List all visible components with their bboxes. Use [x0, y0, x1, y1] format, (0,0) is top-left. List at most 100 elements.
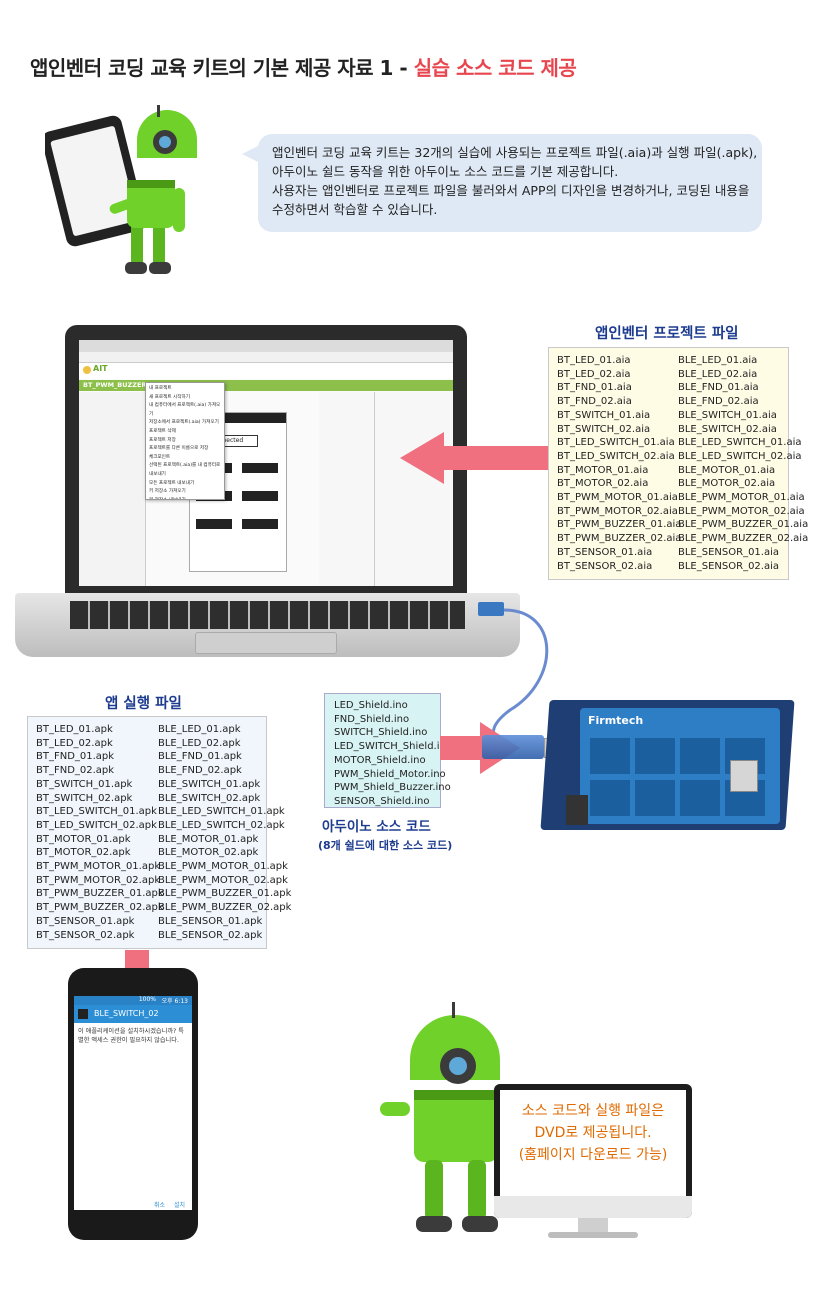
aia-file-item: BLE_MOTOR_01.aia — [678, 464, 776, 476]
dvd-line-3: (홈페이지 다운로드 가능) — [518, 1147, 668, 1163]
apk-file-item: BLE_PWM_MOTOR_02.apk — [158, 874, 288, 886]
aia-file-item: BLE_SENSOR_01.aia — [678, 546, 780, 558]
browser-tab-bar — [79, 340, 453, 352]
app-title: BLE_SWITCH_02 — [94, 1009, 159, 1018]
apk-file-item: BLE_MOTOR_01.apk — [158, 833, 259, 845]
arrow-left-icon — [400, 432, 548, 484]
apk-file-item: BT_LED_SWITCH_01.apk — [36, 806, 157, 818]
aia-file-item: BLE_LED_SWITCH_01.aia — [678, 437, 802, 449]
project-name: BT_PWM_BUZZER_01 — [83, 381, 159, 389]
aia-file-item: BLE_FND_01.aia — [678, 382, 759, 394]
power-jack — [566, 795, 588, 825]
aia-file-item: BT_MOTOR_01.aia — [557, 464, 649, 476]
page-title: 앱인벤터 코딩 교육 키트의 기본 제공 자료 1 - 실습 소스 코드 제공 — [30, 52, 577, 81]
dvd-line-2: DVD로 제공됩니다. — [534, 1125, 652, 1141]
intro-line-4: 수정하면서 학습할 수 있습니다. — [272, 202, 438, 217]
ait-logo-text: AIT — [93, 364, 108, 373]
aia-file-item: BLE_SENSOR_02.aia — [678, 560, 780, 572]
robot-icon — [109, 105, 197, 274]
menu-item: 프로젝트 삭제 — [149, 428, 176, 434]
menu-item: 내 컴퓨터에서 프로젝트(.aia) 가져오기 — [149, 403, 221, 417]
menu-item: 키 저장소 가져오기 — [149, 489, 186, 495]
menu-item: 체크포인트 — [149, 454, 171, 460]
intro-line-2: 아두이노 쉴드 동작을 위한 아두이노 소스 코드를 기본 제공합니다. — [272, 164, 619, 179]
apk-file-item: BLE_SWITCH_02.apk — [158, 792, 261, 804]
aia-file-item: BLE_LED_02.aia — [678, 368, 758, 380]
project-toolbar: BT_PWM_BUZZER_01 — [79, 380, 453, 391]
status-battery: 100% — [138, 996, 156, 1003]
apk-file-item: BT_PWM_BUZZER_01.apk — [36, 888, 164, 900]
apk-file-item: BT_FND_02.apk — [36, 765, 115, 777]
aia-file-item: BT_PWM_MOTOR_01.aia — [557, 492, 678, 504]
cancel-button[interactable]: 취소 — [154, 1202, 166, 1209]
phone-screen: 오후 6:13 100% BLE_SWITCH_02 이 애플리케이션을 설치하… — [74, 996, 192, 1210]
apk-file-item: BT_SENSOR_01.apk — [36, 915, 135, 927]
speech-bubble-tail — [242, 145, 260, 163]
app-icon — [78, 1009, 88, 1019]
monitor-screen: 소스 코드와 실행 파일은 DVD로 제공됩니다. (홈페이지 다운로드 가능) — [500, 1090, 686, 1196]
palette-panel — [79, 392, 146, 586]
ino-file-item: FND_Shield.ino — [334, 713, 410, 725]
dvd-line-1: 소스 코드와 실행 파일은 — [521, 1103, 665, 1119]
aia-file-item: BLE_PWM_BUZZER_02.aia — [678, 533, 809, 545]
apk-file-item: BT_MOTOR_01.apk — [36, 833, 131, 845]
apk-file-item: BLE_FND_01.apk — [158, 751, 242, 763]
aia-file-item: BT_SWITCH_01.aia — [557, 409, 651, 421]
menu-item: 키 저장소 내보내기 — [149, 497, 221, 499]
phone-status-bar: 오후 6:13 100% — [74, 996, 192, 1005]
apk-file-item: BT_SWITCH_01.apk — [36, 778, 133, 790]
page-title-main: 앱인벤터 코딩 교육 키트의 기본 제공 자료 1 - — [30, 56, 414, 80]
aia-file-item: BLE_PWM_MOTOR_02.aia — [678, 505, 805, 517]
aia-file-item: BLE_LED_01.aia — [678, 355, 758, 366]
appinventor-header: AIT — [79, 363, 453, 379]
apk-file-item: BLE_PWM_BUZZER_02.apk — [158, 902, 292, 914]
apk-file-item: BT_SENSOR_02.apk — [36, 929, 135, 941]
phone-app-bar: BLE_SWITCH_02 — [74, 1005, 192, 1023]
apk-file-item: BLE_MOTOR_02.apk — [158, 847, 259, 859]
apk-file-item: BLE_SENSOR_02.apk — [158, 929, 263, 941]
ino-file-item: LED_SWITCH_Shield.ino — [334, 741, 452, 753]
aia-file-item: BT_PWM_MOTOR_02.aia — [557, 505, 678, 517]
menu-item: 프로젝트 저장 — [149, 437, 176, 443]
apk-file-item: BLE_LED_SWITCH_01.apk — [158, 806, 285, 818]
laptop-keyboard — [70, 601, 465, 629]
apk-file-item: BT_LED_01.apk — [36, 724, 113, 735]
aia-file-item: BT_LED_SWITCH_02.aia — [557, 450, 675, 462]
apk-file-item: BT_LED_SWITCH_02.apk — [36, 819, 157, 831]
aia-file-item: BLE_FND_02.aia — [678, 396, 759, 408]
intro-line-1: 앱인벤터 코딩 교육 키트는 32개의 실습에 사용되는 프로젝트 파일(.ai… — [272, 145, 758, 160]
monitor-stand — [578, 1218, 608, 1234]
menu-item: 저장소에서 프로젝트(.aia) 가져오기 — [149, 420, 219, 426]
apk-file-item: BT_LED_02.apk — [36, 737, 113, 749]
status-time: 오후 6:13 — [161, 998, 188, 1005]
apk-file-item: BLE_SWITCH_01.apk — [158, 778, 261, 790]
apk-file-item: BLE_FND_02.apk — [158, 765, 242, 777]
aia-file-item: BT_LED_SWITCH_01.aia — [557, 437, 675, 449]
robot-bottom-illustration — [380, 1002, 500, 1232]
ait-logo-icon — [83, 366, 91, 374]
aia-file-item: BT_MOTOR_02.aia — [557, 478, 649, 490]
aia-file-item: BLE_SWITCH_01.aia — [678, 409, 777, 421]
aia-file-item: BLE_MOTOR_02.aia — [678, 478, 776, 490]
aia-file-item: BLE_LED_SWITCH_02.aia — [678, 450, 802, 462]
firmtech-brand: Firmtech — [588, 714, 644, 727]
ino-file-item: SWITCH_Shield.ino — [334, 727, 428, 739]
install-button[interactable]: 설치 — [174, 1202, 186, 1209]
aia-file-item: BLE_PWM_BUZZER_01.aia — [678, 519, 809, 531]
menu-item: 선택된 프로젝트(.aia)를 내 컴퓨터로 내보내기 — [149, 463, 221, 477]
apk-file-item: BLE_LED_SWITCH_02.apk — [158, 819, 285, 831]
apk-file-item: BT_SWITCH_02.apk — [36, 792, 133, 804]
menu-item: 프로젝트를 다른 이름으로 저장 — [149, 446, 209, 452]
firmtech-shield: Firmtech — [580, 708, 780, 824]
apk-file-item: BT_PWM_MOTOR_02.apk — [36, 874, 161, 886]
